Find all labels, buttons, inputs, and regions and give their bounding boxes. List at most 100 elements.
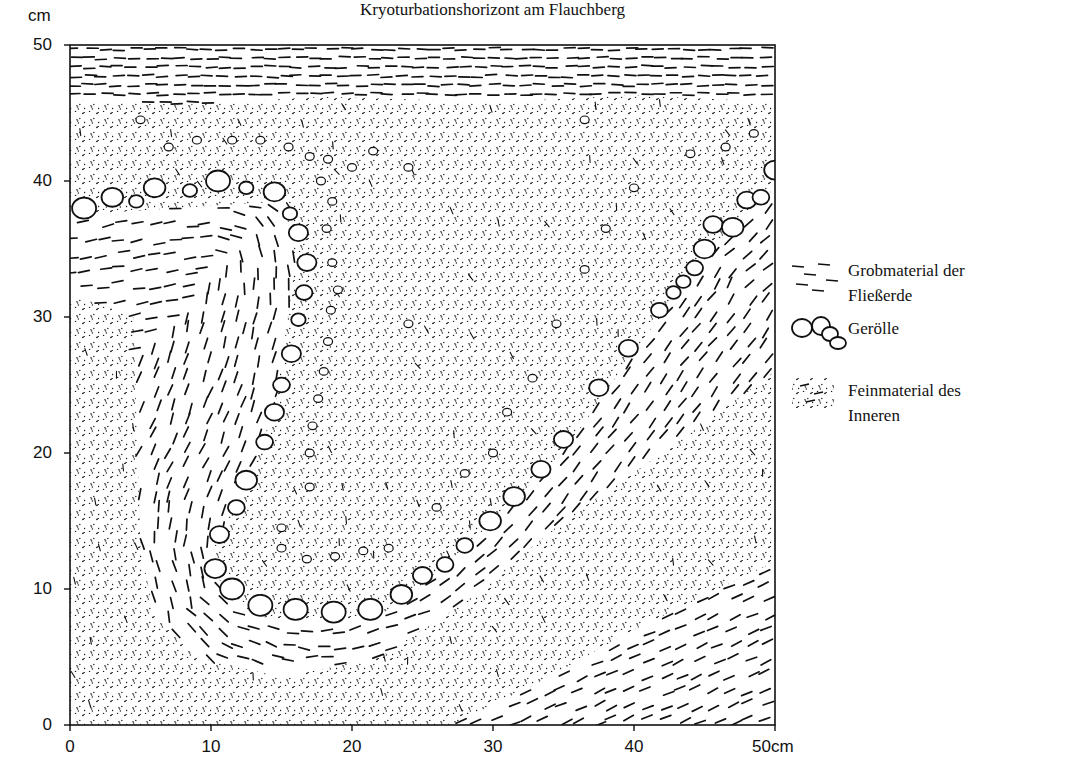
profile-mark bbox=[268, 217, 274, 226]
profile-mark bbox=[208, 352, 211, 363]
profile-mark bbox=[305, 153, 314, 161]
profile-mark bbox=[549, 76, 560, 78]
profile-mark bbox=[252, 673, 253, 680]
profile-mark bbox=[328, 259, 337, 267]
profile-mark bbox=[113, 74, 124, 76]
profile-mark bbox=[697, 276, 703, 285]
profile-mark bbox=[305, 449, 314, 457]
profile-mark bbox=[200, 597, 208, 604]
profile-mark bbox=[282, 345, 301, 362]
profile-mark bbox=[69, 725, 70, 731]
profile-mark bbox=[236, 462, 240, 472]
profile-mark bbox=[488, 57, 499, 59]
profile-mark bbox=[426, 93, 437, 95]
profile-mark bbox=[580, 266, 589, 274]
profile-mark bbox=[554, 686, 564, 690]
axis-label: 20 bbox=[343, 737, 362, 757]
profile-mark bbox=[222, 294, 225, 305]
profile-mark bbox=[309, 65, 320, 67]
profile-mark bbox=[757, 75, 768, 77]
profile-mark bbox=[151, 222, 162, 225]
profile-mark bbox=[742, 716, 752, 720]
profile-mark bbox=[760, 570, 770, 575]
profile-mark bbox=[268, 626, 279, 629]
profile-mark bbox=[531, 429, 536, 434]
profile-mark bbox=[748, 338, 755, 346]
profile-mark bbox=[646, 401, 653, 410]
profile-mark bbox=[437, 557, 454, 572]
profile-mark bbox=[156, 76, 167, 78]
profile-mark bbox=[590, 492, 597, 500]
profile-mark bbox=[302, 120, 304, 127]
profile-mark bbox=[114, 301, 125, 304]
profile-mark bbox=[664, 691, 674, 695]
profile-mark bbox=[79, 129, 81, 136]
profile-mark bbox=[774, 725, 775, 731]
profile-mark bbox=[340, 215, 342, 222]
profile-mark bbox=[345, 516, 347, 523]
profile-mark bbox=[279, 92, 290, 94]
profile-mark bbox=[265, 83, 276, 85]
profile-mark bbox=[164, 221, 175, 223]
profile-mark bbox=[713, 84, 724, 86]
profile-mark bbox=[697, 85, 708, 87]
profile-mark bbox=[95, 83, 106, 86]
profile-mark bbox=[692, 707, 702, 712]
profile-mark bbox=[143, 101, 154, 103]
profile-mark bbox=[545, 704, 555, 709]
profile-mark bbox=[451, 562, 775, 725]
profile-mark bbox=[235, 76, 246, 78]
profile-mark bbox=[529, 507, 536, 515]
profile-mark bbox=[744, 385, 751, 393]
profile-mark bbox=[677, 427, 684, 436]
profile-mark bbox=[185, 442, 190, 452]
profile-mark bbox=[273, 655, 284, 657]
profile-mark bbox=[593, 403, 599, 412]
profile-mark bbox=[682, 340, 689, 348]
profile-mark bbox=[101, 268, 112, 269]
profile-mark bbox=[575, 476, 582, 484]
profile-mark bbox=[133, 423, 134, 430]
profile-mark bbox=[221, 432, 224, 443]
profile-mark bbox=[284, 599, 308, 620]
profile-mark bbox=[705, 481, 709, 487]
profile-mark bbox=[70, 237, 77, 239]
figure-title: Kryoturbationshorizont am Flauchberg bbox=[360, 0, 625, 20]
profile-mark bbox=[188, 75, 199, 77]
profile-mark bbox=[699, 49, 710, 51]
profile-mark bbox=[492, 716, 502, 720]
profile-mark bbox=[625, 74, 636, 77]
profile-mark bbox=[728, 92, 739, 94]
profile-mark bbox=[676, 644, 686, 649]
profile-mark bbox=[358, 599, 382, 620]
profile-mark bbox=[64, 180, 70, 181]
profile-mark bbox=[273, 378, 290, 393]
profile-mark bbox=[386, 612, 396, 615]
profile-mark bbox=[427, 67, 438, 69]
profile-mark bbox=[129, 348, 140, 350]
profile-mark bbox=[131, 269, 142, 272]
profile-mark bbox=[267, 76, 278, 78]
profile-mark bbox=[744, 581, 754, 585]
profile-mark bbox=[471, 719, 481, 723]
profile-mark bbox=[684, 66, 695, 68]
profile-mark bbox=[420, 595, 429, 601]
profile-mark bbox=[608, 49, 619, 51]
profile-mark bbox=[764, 369, 771, 377]
profile-mark bbox=[111, 65, 122, 67]
profile-mark bbox=[642, 715, 652, 719]
profile-mark bbox=[709, 594, 719, 599]
profile-mark bbox=[684, 49, 695, 51]
profile-mark bbox=[566, 65, 577, 67]
profile-mark bbox=[640, 687, 650, 691]
profile-mark bbox=[251, 49, 262, 51]
profile-mark bbox=[477, 539, 485, 546]
profile-mark bbox=[749, 672, 759, 677]
profile-mark bbox=[147, 58, 158, 60]
profile-mark bbox=[140, 402, 144, 412]
profile-mark bbox=[492, 725, 493, 731]
profile-mark bbox=[357, 85, 368, 87]
profile-mark bbox=[129, 313, 140, 316]
profile-mark bbox=[765, 204, 771, 213]
profile-mark bbox=[709, 706, 719, 711]
